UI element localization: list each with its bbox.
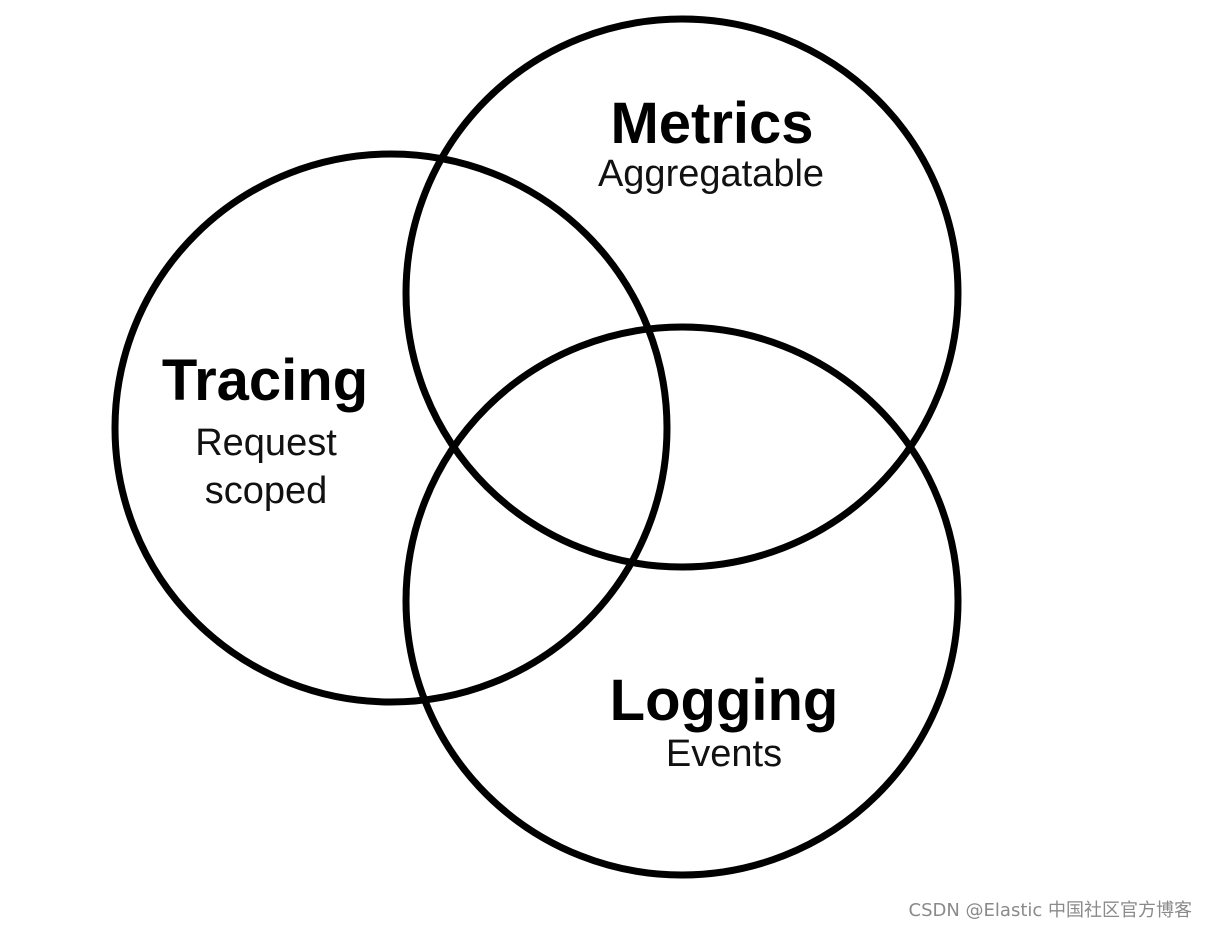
logging-title: Logging [610,668,839,733]
tracing-subtitle-line2: scoped [205,470,328,512]
metrics-title: Metrics [610,91,813,156]
metrics-circle [402,15,962,571]
logging-subtitle: Events [666,733,782,775]
watermark-text: CSDN @Elastic 中国社区官方博客 [908,900,1193,921]
metrics-subtitle: Aggregatable [598,153,824,195]
logging-circle [402,323,962,879]
tracing-title: Tracing [162,348,368,413]
tracing-subtitle-line1: Request [195,422,337,464]
tracing-circle [111,150,671,706]
